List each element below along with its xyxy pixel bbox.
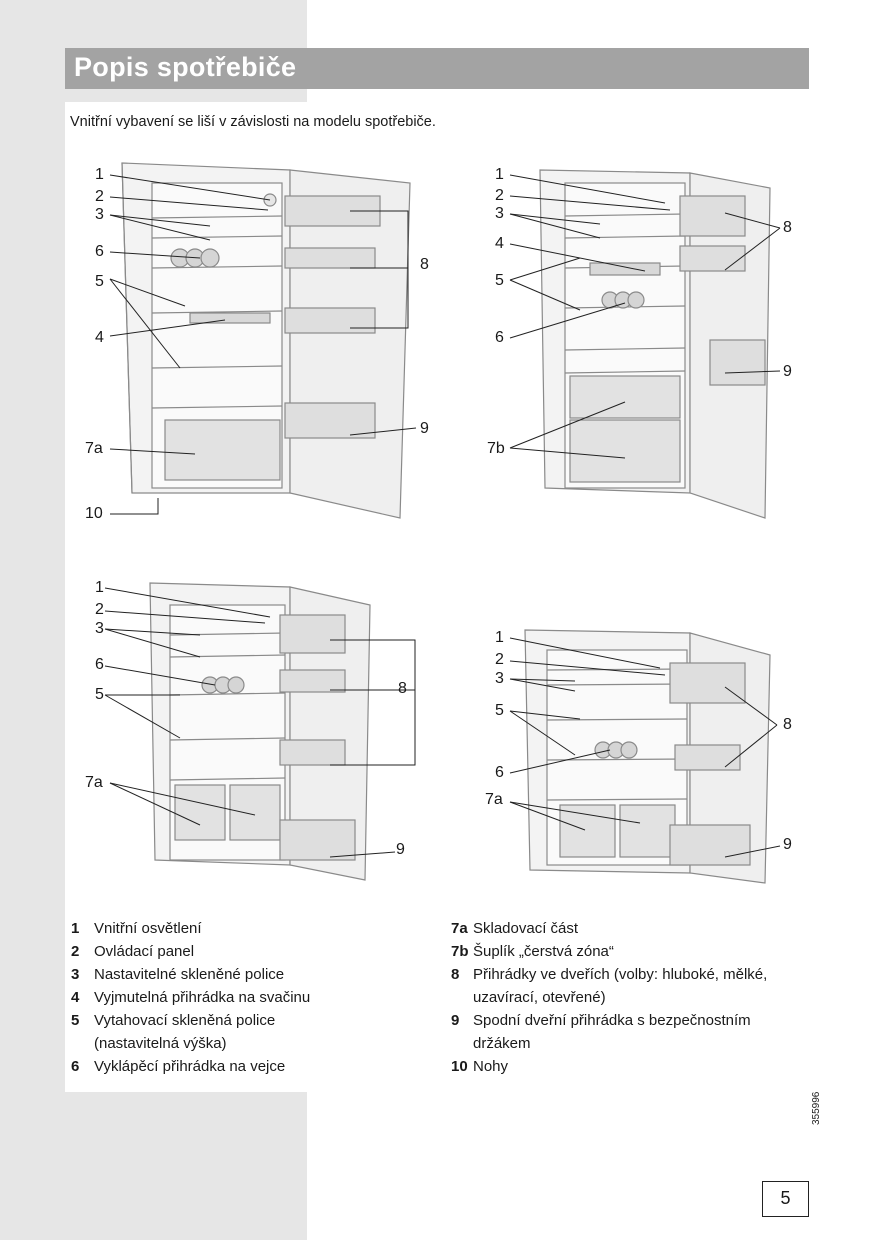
fig2-label-1: 1: [495, 166, 504, 183]
legend-item: 8 Přihrádky ve dveřích (volby: hluboké, …: [451, 963, 811, 986]
legend-item: 10 Nohy: [451, 1055, 811, 1078]
legend-item: 5 Vytahovací skleněná police: [71, 1009, 431, 1032]
intro-text: Vnitřní vybavení se liší v závislosti na…: [70, 114, 436, 130]
fig4-label-9: 9: [783, 836, 792, 853]
legend-number: 9: [451, 1012, 460, 1029]
legend-text: Spodní dveřní přihrádka s bezpečnostním: [473, 1012, 751, 1029]
fig4-label-1: 1: [495, 629, 504, 646]
legend-item: 1 Vnitřní osvětlení: [71, 917, 431, 940]
legend-number: 5: [71, 1012, 80, 1029]
fig1-label-8: 8: [420, 256, 429, 273]
title-bar: Popis spotřebiče: [65, 48, 809, 89]
legend-text: Nohy: [473, 1058, 509, 1075]
fig1-label-7a: 7a: [85, 440, 103, 457]
fig4-label-2: 2: [495, 651, 504, 668]
fig4-label-5: 5: [495, 702, 504, 719]
fig1-label-4: 4: [95, 329, 104, 346]
legend-text: Vyjmutelná přihrádka na svačinu: [94, 989, 311, 1006]
legend-number: 7a: [451, 920, 468, 937]
legend-right: 7a Skladovací část 7b Šuplík „čerstvá zó…: [451, 917, 811, 1078]
fridge-figure-3: 1 2 3 6 5 8 7a 9: [80, 575, 420, 885]
fig3-label-1: 1: [95, 579, 104, 596]
fig3-label-7a: 7a: [85, 774, 103, 791]
page-number-box: 5: [762, 1181, 809, 1217]
legend-text: Přihrádky ve dveřích (volby: hluboké, mě…: [473, 966, 768, 983]
fig1-label-10: 10: [85, 505, 103, 522]
fridge-illustration-2: [509, 169, 781, 519]
fig4-label-8: 8: [783, 716, 792, 733]
fridge-illustration-3: [104, 582, 416, 881]
fridge-illustration-4: [509, 629, 781, 884]
legend-text: Šuplík „čerstvá zóna“: [473, 943, 614, 960]
legend-text: Skladovací část: [473, 920, 579, 937]
fridge-figure-4: 1 2 3 5 8 6 7a 9: [485, 625, 805, 885]
fridge-figure-2: 1 2 3 4 5 6 8 9 7b: [485, 158, 805, 528]
document-code: 355996: [811, 1091, 822, 1125]
legend-item: 3 Nastavitelné skleněné police: [71, 963, 431, 986]
fig3-label-6: 6: [95, 656, 104, 673]
fridge-figure-1: 1 2 3 6 5 4 8 9 7a 10: [80, 158, 440, 528]
legend-item: (nastavitelná výška): [71, 1032, 431, 1055]
fig3-label-5: 5: [95, 686, 104, 703]
legend-text: (nastavitelná výška): [94, 1035, 227, 1052]
fridge-illustration-1: [109, 162, 417, 519]
fig3-label-3: 3: [95, 620, 104, 637]
legend-item: držákem: [451, 1032, 811, 1055]
legend-number: 8: [451, 966, 460, 983]
legend-number: 4: [71, 989, 80, 1006]
legend-item: 2 Ovládací panel: [71, 940, 431, 963]
fig4-label-3: 3: [495, 670, 504, 687]
legend-number: 1: [71, 920, 80, 937]
legend-number: 10: [451, 1058, 468, 1075]
fig1-label-2: 2: [95, 188, 104, 205]
legend-text: Ovládací panel: [94, 943, 195, 960]
fig1-label-1: 1: [95, 166, 104, 183]
fig4-label-7a: 7a: [485, 791, 503, 808]
fig1-label-6: 6: [95, 243, 104, 260]
legend-text: Vyklápěcí přihrádka na vejce: [94, 1058, 286, 1075]
fig2-label-7b: 7b: [487, 440, 505, 457]
legend-number: 3: [71, 966, 80, 983]
legend-number: 6: [71, 1058, 80, 1075]
fig4-label-6: 6: [495, 764, 504, 781]
fig2-label-2: 2: [495, 187, 504, 204]
fig2-label-3: 3: [495, 205, 504, 222]
legend-item: uzavírací, otevřené): [451, 986, 811, 1009]
fig1-label-9: 9: [420, 420, 429, 437]
legend-item: 7a Skladovací část: [451, 917, 811, 940]
legend-text: uzavírací, otevřené): [473, 989, 606, 1006]
fig1-label-5: 5: [95, 273, 104, 290]
fig2-label-8: 8: [783, 219, 792, 236]
legend-text: Nastavitelné skleněné police: [94, 966, 285, 983]
fig3-label-2: 2: [95, 601, 104, 618]
page-title: Popis spotřebiče: [74, 52, 297, 82]
fig2-label-9: 9: [783, 363, 792, 380]
legend-text: Vytahovací skleněná police: [94, 1012, 276, 1029]
legend-item: 4 Vyjmutelná přihrádka na svačinu: [71, 986, 431, 1009]
fig2-label-4: 4: [495, 235, 504, 252]
legend-left: 1 Vnitřní osvětlení 2 Ovládací panel 3 N…: [71, 917, 431, 1078]
fig2-label-5: 5: [495, 272, 504, 289]
page-number: 5: [780, 1188, 791, 1208]
legend-number: 7b: [451, 943, 469, 960]
fig1-label-3: 3: [95, 206, 104, 223]
legend-text: držákem: [473, 1035, 531, 1052]
legend-item: 6 Vyklápěcí přihrádka na vejce: [71, 1055, 431, 1078]
legend-number: 2: [71, 943, 80, 960]
fig2-label-6: 6: [495, 329, 504, 346]
fig3-label-8: 8: [398, 680, 407, 697]
legend-item: 7b Šuplík „čerstvá zóna“: [451, 940, 811, 963]
legend-item: 9 Spodní dveřní přihrádka s bezpečnostní…: [451, 1009, 811, 1032]
legend-text: Vnitřní osvětlení: [94, 920, 202, 937]
fig3-label-9: 9: [396, 841, 405, 858]
